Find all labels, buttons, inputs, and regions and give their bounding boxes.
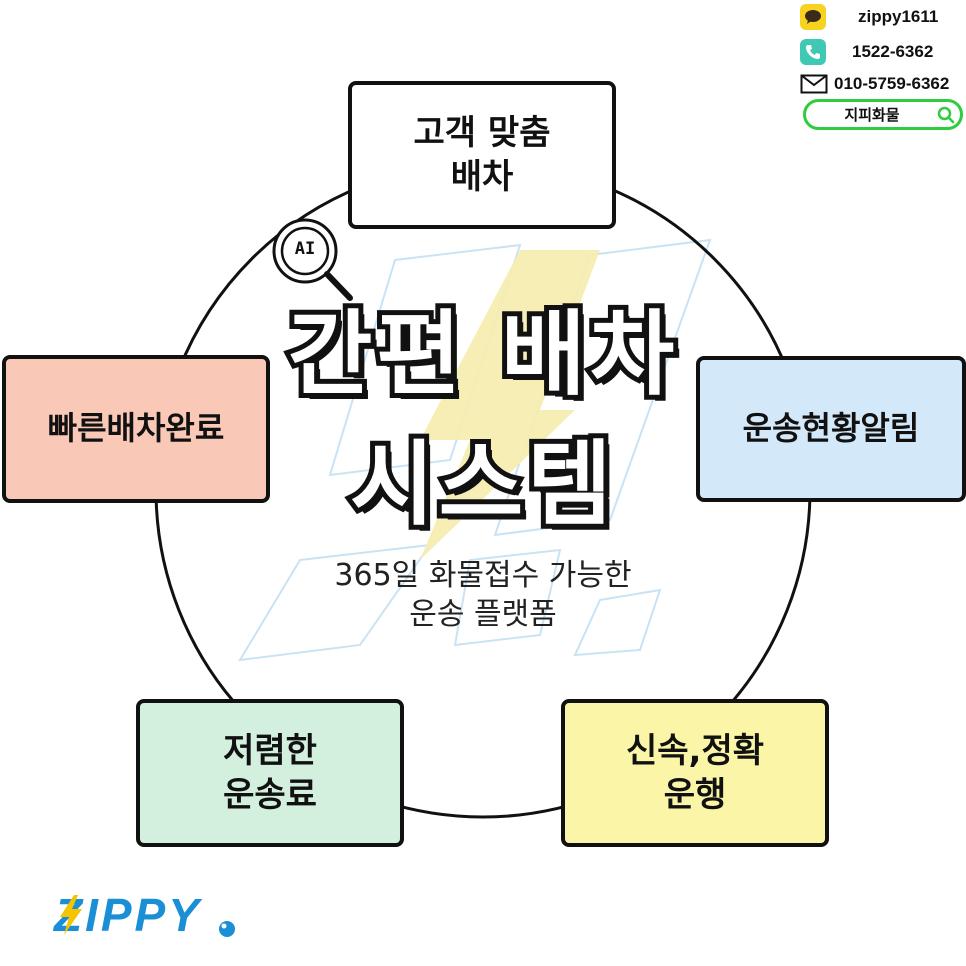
envelope-icon: [800, 73, 830, 95]
ai-magnifier-icon: [272, 218, 353, 301]
zippy-logo: ZIPPY: [54, 888, 202, 942]
title-line-1: 간편 배차: [283, 296, 680, 413]
logo-dot-icon: [219, 921, 235, 937]
phone-contact[interactable]: 1522-6362: [800, 39, 933, 65]
mobile-contact[interactable]: 010-5759-6362: [800, 73, 949, 95]
feature-label: 고객 맞춤 배차: [413, 112, 551, 197]
feature-custom-dispatch: 고객 맞춤 배차: [348, 81, 616, 229]
feature-low-freight-cost: 저렴한 운송료: [136, 699, 404, 847]
search-bar[interactable]: 지피화물: [803, 99, 963, 130]
feature-label: 신속,정확 운행: [625, 730, 765, 815]
lightning-bolt-shape: [420, 250, 600, 560]
phone-number: 1522-6362: [852, 42, 934, 61]
kakao-id: zippy1611: [858, 7, 939, 26]
mobile-number: 010-5759-6362: [834, 74, 950, 93]
kakao-contact[interactable]: zippy1611: [800, 4, 938, 30]
subtitle: 365일 화물접수 가능한 운송 플랫폼: [334, 558, 632, 632]
phone-icon: [800, 39, 826, 65]
kakaotalk-chat-icon: [800, 4, 826, 30]
feature-label: 저렴한 운송료: [223, 730, 317, 815]
search-keyword: 지피화물: [844, 106, 900, 124]
ai-badge-text: AI: [294, 239, 316, 259]
search-button[interactable]: [932, 102, 960, 127]
logo-lightning-icon: [60, 895, 82, 935]
brand-name: ZIPPY: [54, 889, 202, 941]
feature-label: 운송현황알림: [742, 409, 920, 448]
search-icon: [937, 106, 955, 123]
title-line-2: 시스템: [345, 426, 617, 543]
feature-transport-status-alert: 운송현황알림: [696, 356, 966, 502]
feature-label: 빠른배차완료: [47, 409, 225, 448]
feature-fast-accurate-operation: 신속,정확 운행: [561, 699, 829, 847]
feature-quick-dispatch-complete: 빠른배차완료: [2, 355, 270, 503]
